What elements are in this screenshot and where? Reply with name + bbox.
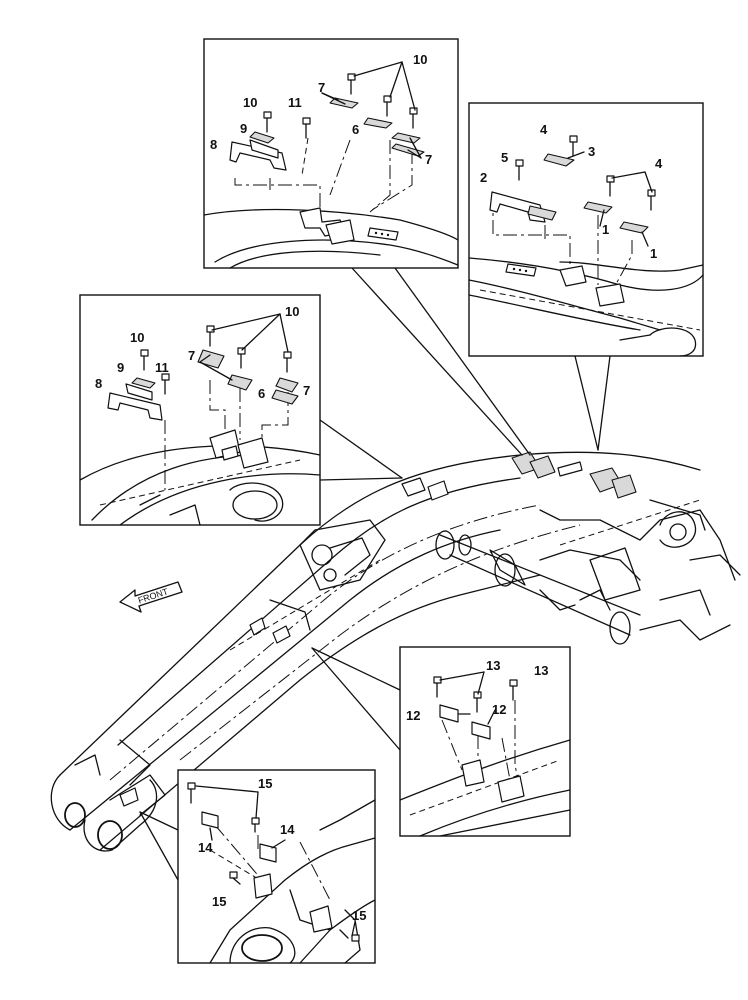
leader-lines [139, 267, 611, 881]
callout-label: 4 [540, 122, 548, 137]
callout-label: 13 [486, 658, 500, 673]
bolt-icon [606, 175, 615, 197]
callout-label: 7 [425, 152, 432, 167]
detail-panel-boom-top-clamps: 10 11 9 8 7 6 10 7 [203, 38, 459, 269]
bolt-icon [383, 95, 392, 117]
callout-label: 9 [240, 121, 247, 136]
callout-label: 15 [258, 776, 272, 791]
callout-label: 1 [650, 246, 657, 261]
bolt-icon [347, 73, 356, 95]
callout-label: 8 [95, 376, 102, 391]
bolt-4-icon [569, 135, 578, 157]
detail-panel-boom-mid-clamps: 10 10 9 11 8 7 6 7 [79, 294, 321, 526]
bolt-5-icon [515, 159, 524, 181]
bolt-11-icon [161, 373, 170, 395]
bolt-icon [409, 107, 418, 129]
callout-label: 5 [501, 150, 508, 165]
callout-label: 10 [243, 95, 257, 110]
callout-label: 1 [602, 222, 609, 237]
callout-label: 7 [188, 348, 195, 363]
callout-label: 6 [258, 386, 265, 401]
callout-label: 11 [155, 360, 169, 375]
callout-label: 12 [406, 708, 420, 723]
callout-label: 9 [117, 360, 124, 375]
callout-label: 15 [352, 908, 366, 923]
callout-label: 10 [285, 304, 299, 319]
bolt-11-icon [302, 117, 311, 139]
bolt-15-icon [187, 782, 196, 804]
callout-label: 10 [413, 52, 427, 67]
callout-label: 2 [480, 170, 487, 185]
callout-label: 7 [318, 80, 325, 95]
boom-assembly [50, 451, 701, 852]
callout-label: 14 [198, 840, 213, 855]
detail-panel-boom-end-clamps: 15 14 14 15 15 [177, 769, 376, 964]
callout-label: 13 [534, 663, 548, 678]
front-arrow: FRONT [119, 581, 183, 613]
callout-label: 6 [352, 122, 359, 137]
bolt-10-icon [140, 349, 149, 371]
callout-label: 8 [210, 137, 217, 152]
bolt-13-icon [473, 691, 482, 713]
bolt-13-icon [509, 679, 518, 701]
bolt-15-icon [229, 871, 241, 885]
bolt-10-icon [263, 111, 272, 133]
detail-panel-boom-lower-clamps: 13 13 12 12 [399, 646, 571, 837]
detail-panel-boom-rear-clamps: 4 3 5 4 2 1 1 [468, 102, 704, 357]
callout-label: 7 [303, 383, 310, 398]
callout-label: 15 [212, 894, 226, 909]
front-label: FRONT [137, 586, 170, 605]
callout-label: 3 [588, 144, 595, 159]
callout-label: 11 [288, 95, 302, 110]
bolt-15-icon [339, 929, 360, 942]
callout-label: 12 [492, 702, 506, 717]
callout-label: 4 [655, 156, 663, 171]
boom-cylinder [435, 530, 641, 645]
upper-structure [539, 499, 741, 641]
bolt-icon [237, 347, 246, 369]
callout-label: 14 [280, 822, 295, 837]
callout-label: 10 [130, 330, 144, 345]
